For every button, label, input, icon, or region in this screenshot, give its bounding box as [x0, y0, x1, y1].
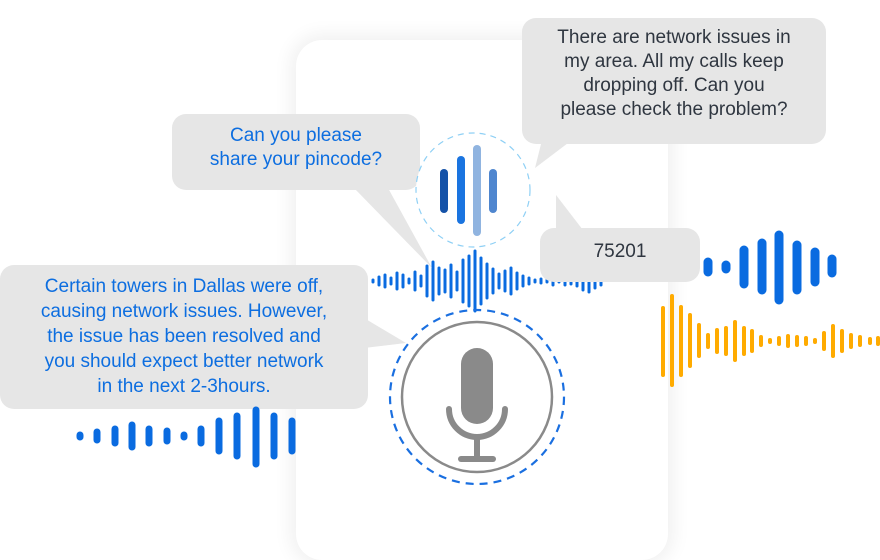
user-blue-waveform: [703, 230, 837, 305]
message-line: you should expect better network: [44, 351, 324, 372]
message-line: Can you please: [229, 125, 363, 146]
message-line: in the next 2-3hours.: [97, 376, 271, 397]
user-orange-waveform: [661, 294, 880, 387]
center-waveform: [371, 249, 603, 313]
message-line: the issue has been resolved and: [47, 326, 321, 347]
agent-message-bubble: Can you please share your pincode?: [172, 114, 420, 190]
message-line: Certain towers in Dallas were off,: [44, 276, 324, 297]
message-line: please check the problem?: [560, 99, 788, 120]
message-line: There are network issues in: [557, 27, 791, 48]
agent-blue-waveform: [76, 406, 296, 468]
user-message-bubble: 75201: [540, 228, 700, 282]
bubble-tail: [556, 195, 586, 234]
message-line: causing network issues. However,: [40, 301, 328, 322]
bubble-tail: [535, 140, 572, 168]
microphone-icon[interactable]: [0, 0, 880, 529]
message-line: dropping off. Can you: [583, 75, 765, 96]
agent-message-bubble: Certain towers in Dallas were off, causi…: [0, 265, 368, 409]
message-line: 75201: [593, 241, 647, 262]
voice-bars-icon: [415, 132, 531, 248]
user-message-bubble: There are network issues in my area. All…: [522, 18, 826, 144]
bubble-tail: [354, 188, 432, 268]
message-line: share your pincode?: [209, 149, 383, 170]
bubble-tail: [364, 318, 406, 348]
message-line: my area. All my calls keep: [564, 51, 784, 72]
